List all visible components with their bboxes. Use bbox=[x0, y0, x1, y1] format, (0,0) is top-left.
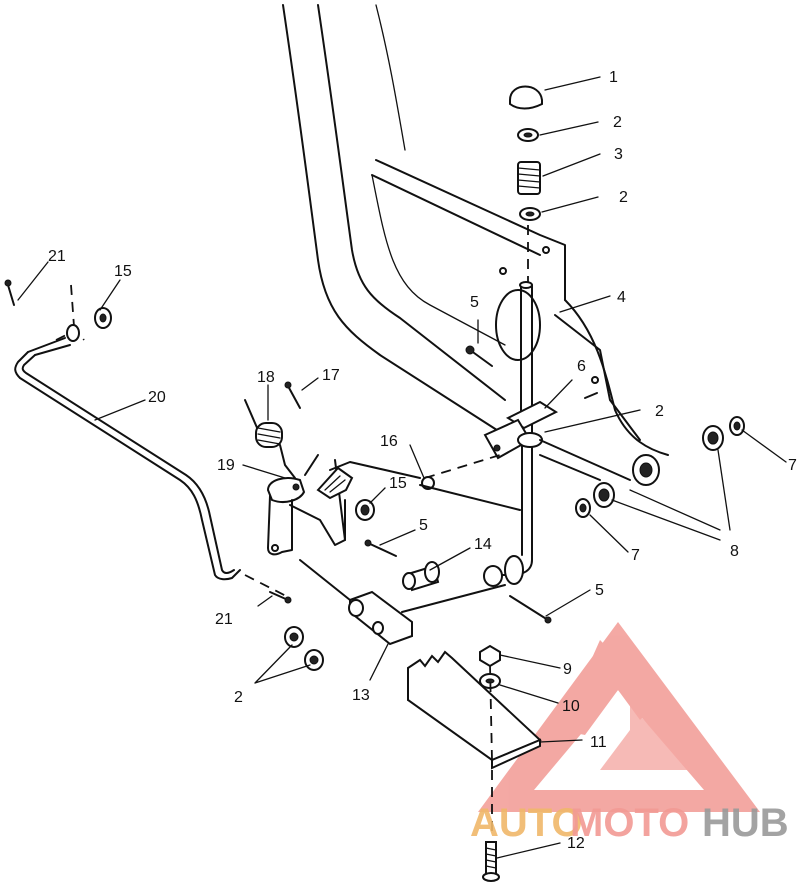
watermark-auto: AUTO bbox=[470, 801, 583, 845]
callout-5: 5 bbox=[595, 582, 604, 599]
callout-10: 10 bbox=[562, 698, 580, 715]
callout-6: 6 bbox=[577, 358, 586, 375]
linkage-rod bbox=[14, 337, 241, 581]
callout-19: 19 bbox=[217, 457, 235, 474]
watermark-hub: HUB bbox=[702, 801, 789, 845]
callout-21: 21 bbox=[48, 248, 66, 265]
pivot-bracket bbox=[483, 400, 559, 460]
spring-part bbox=[517, 161, 541, 195]
callout-17: 17 bbox=[322, 367, 340, 384]
clevis-bracket bbox=[299, 559, 506, 646]
callout-4: 4 bbox=[617, 289, 626, 306]
nut-part bbox=[479, 644, 501, 668]
watermark-moto: MOTO bbox=[570, 801, 689, 845]
callout-15: 15 bbox=[389, 475, 407, 492]
callout-15: 15 bbox=[114, 263, 132, 280]
watermark-logo-icon bbox=[478, 622, 760, 812]
callout-2: 2 bbox=[234, 689, 243, 706]
return-spring bbox=[244, 399, 296, 479]
callout-21: 21 bbox=[215, 611, 233, 628]
callout-2: 2 bbox=[613, 114, 622, 131]
callout-20: 20 bbox=[148, 389, 166, 406]
callout-2: 2 bbox=[619, 189, 628, 206]
cotter-pin bbox=[287, 385, 301, 409]
callout-5: 5 bbox=[470, 294, 479, 311]
callout-9: 9 bbox=[563, 661, 572, 678]
callout-1: 1 bbox=[609, 69, 618, 86]
bolt-part bbox=[364, 539, 397, 557]
callout-7: 7 bbox=[788, 457, 797, 474]
bolt-part bbox=[482, 841, 500, 882]
callout-3: 3 bbox=[614, 146, 623, 163]
callout-labels: 1 2 3 2 4 5 6 2 7 8 7 21 15 20 18 17 16 … bbox=[48, 69, 797, 852]
callout-13: 13 bbox=[352, 687, 370, 704]
bolt-part bbox=[509, 595, 552, 624]
bushing-group bbox=[539, 416, 745, 518]
callout-12: 12 bbox=[567, 835, 585, 852]
callout-8: 8 bbox=[730, 543, 739, 560]
pedal-arm bbox=[266, 454, 421, 556]
frame-panel bbox=[282, 4, 669, 456]
callout-11: 11 bbox=[590, 734, 607, 751]
callout-14: 14 bbox=[474, 536, 492, 553]
callout-5: 5 bbox=[419, 517, 428, 534]
callout-18: 18 bbox=[257, 369, 275, 386]
callout-7: 7 bbox=[631, 547, 640, 564]
watermark: AUTO MOTO HUB bbox=[470, 801, 789, 845]
bolt-part bbox=[465, 345, 493, 367]
cotter-pin bbox=[4, 279, 292, 604]
callout-2: 2 bbox=[655, 403, 664, 420]
brake-pedal bbox=[407, 650, 542, 770]
leader-lines bbox=[17, 76, 787, 859]
callout-16: 16 bbox=[380, 433, 398, 450]
cap-part bbox=[509, 85, 543, 110]
clevis-pin bbox=[402, 561, 440, 592]
